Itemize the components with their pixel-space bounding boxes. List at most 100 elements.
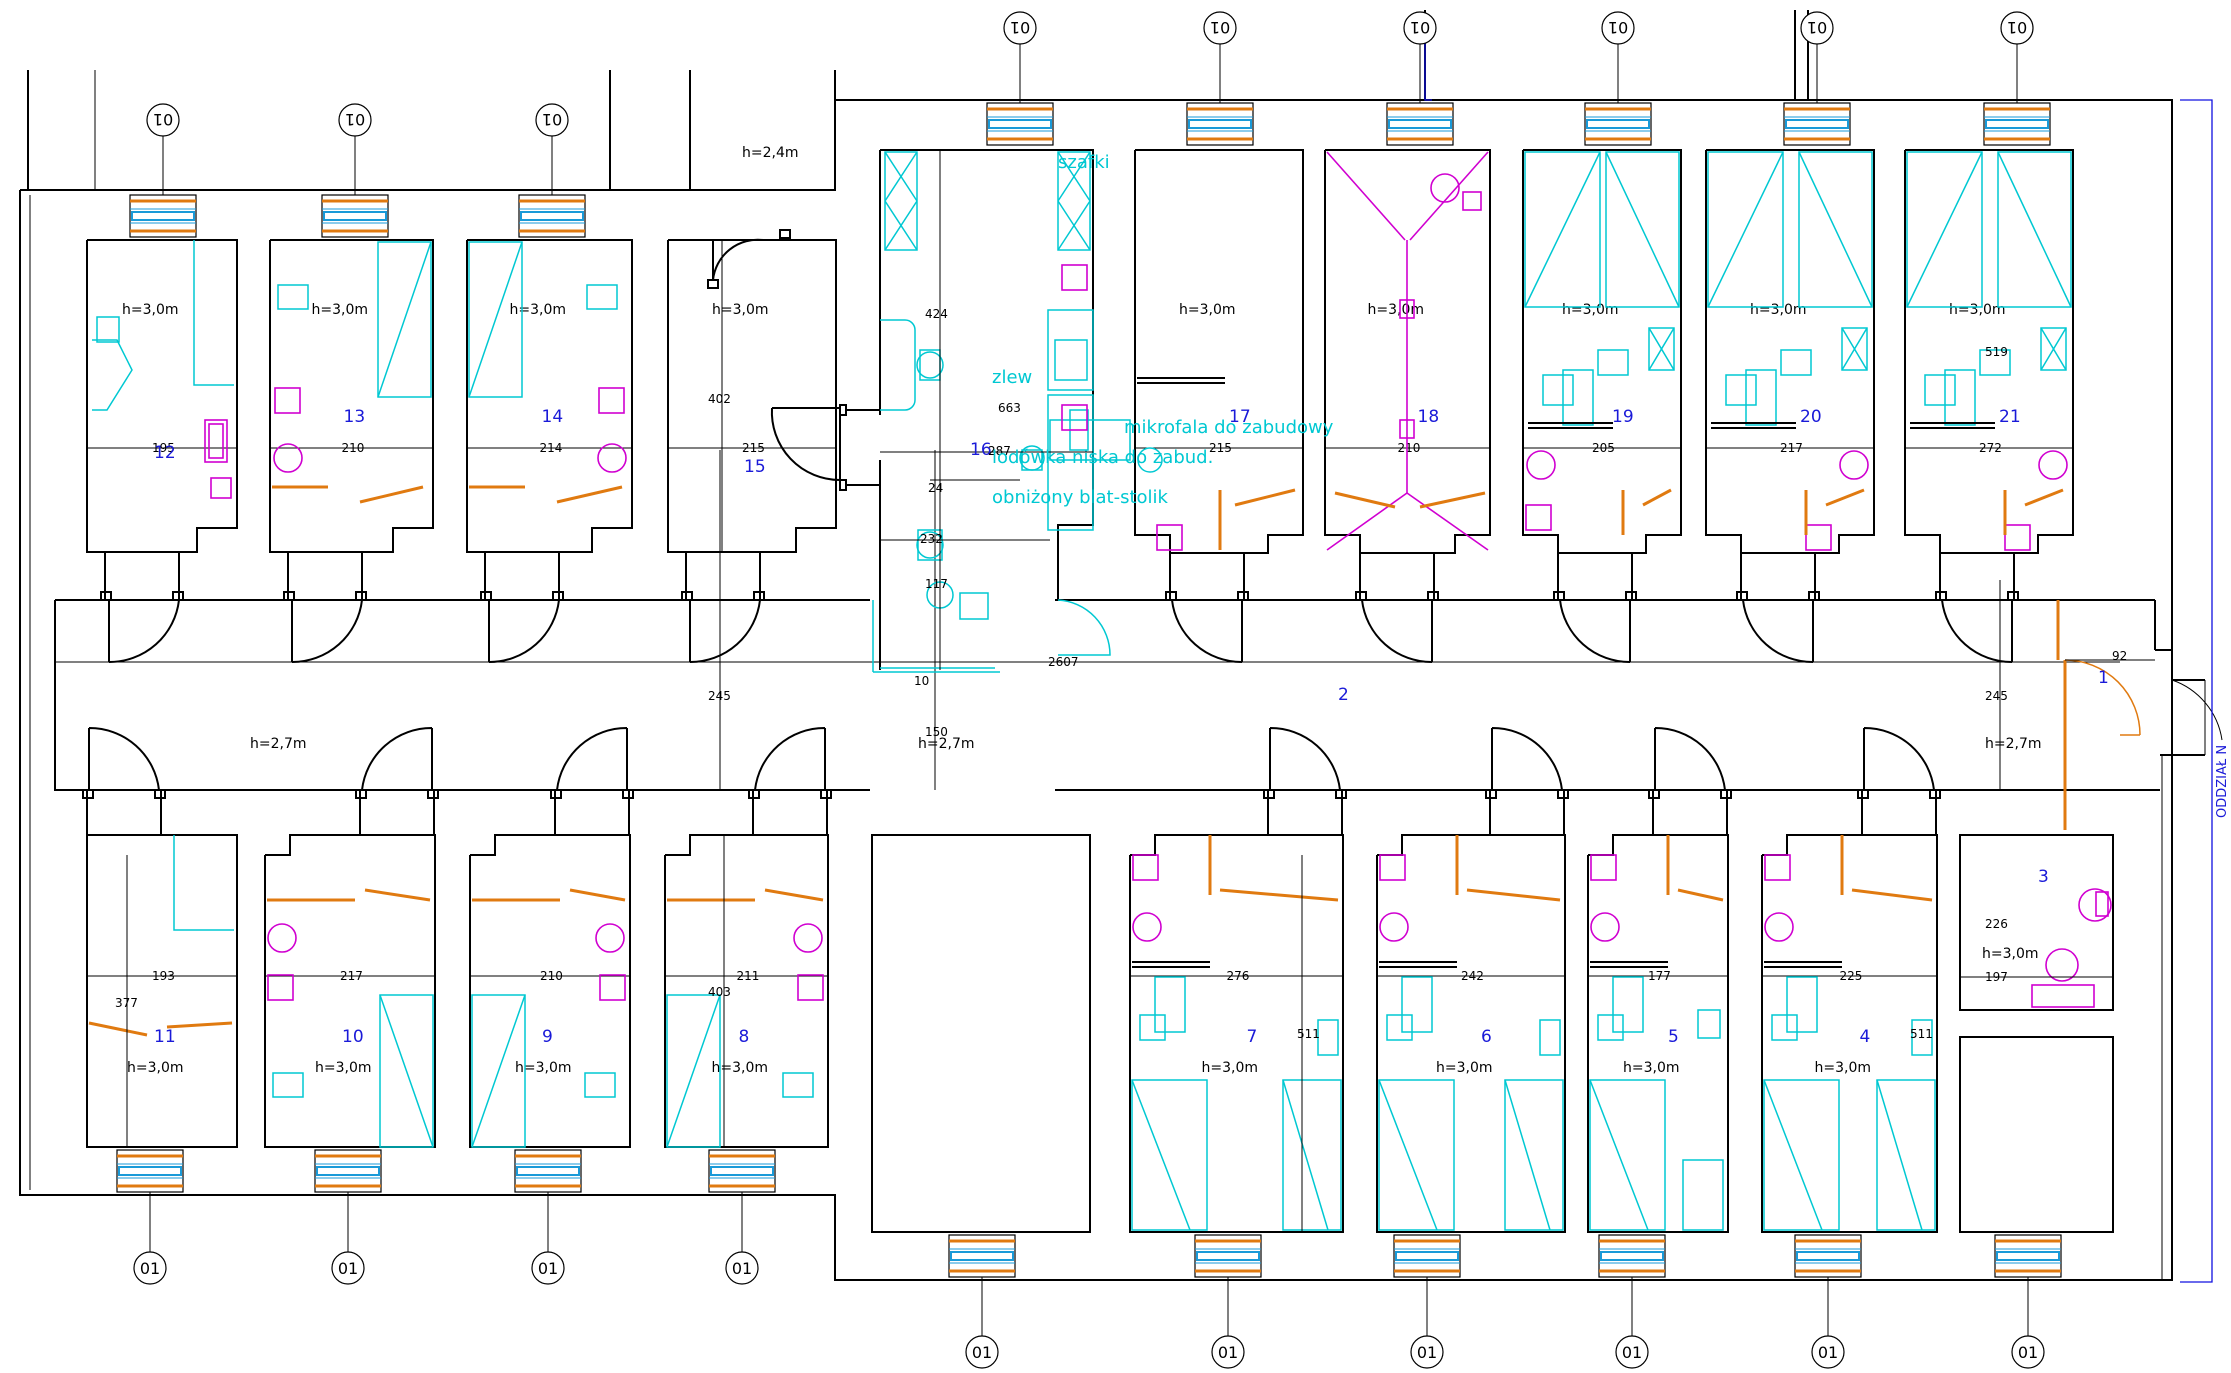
room-number: 19 <box>1612 407 1634 427</box>
room-dim: 195 <box>152 441 175 455</box>
room-height-label: h=3,0m <box>122 302 179 318</box>
room-dim: 211 <box>737 969 760 983</box>
window-bottom-left-2 <box>514 1149 582 1193</box>
window-tag-label: 01 <box>345 110 365 129</box>
window-bottom-left-3 <box>708 1149 776 1193</box>
window-top-right-5 <box>1983 102 2051 146</box>
window-tag-label: 01 <box>1818 1343 1838 1362</box>
dim-245-right: 245 <box>1985 689 2008 703</box>
window-tag-label: 01 <box>542 110 562 129</box>
room-height-label: h=3,0m <box>510 302 567 318</box>
window-tag-top-right-2: 01 <box>1403 11 1437 103</box>
room-dim: 215 <box>742 441 765 455</box>
room-number: 13 <box>344 407 366 427</box>
rooms-1-3: 197 3 226 h=3,0m 1 92 <box>1959 600 2155 1233</box>
dim-377: 377 <box>115 996 138 1010</box>
room-number-16: 16 <box>970 440 992 460</box>
room-height-label: h=3,0m <box>1750 302 1807 318</box>
dim-226: 226 <box>1985 917 2008 931</box>
room-number-1: 1 <box>2098 668 2109 688</box>
room-dim-3: 197 <box>1985 970 2008 984</box>
room-number: 21 <box>1999 407 2021 427</box>
window-tag-bottom-left-3: 01 <box>725 1192 759 1285</box>
window-tag-label: 01 <box>2007 18 2027 37</box>
dim-424: 424 <box>925 307 948 321</box>
room-height-label: h=3,0m <box>315 1060 372 1076</box>
window-tag-label: 01 <box>1210 18 1230 37</box>
room-dim: 210 <box>342 441 365 455</box>
window-bottom-right-4 <box>1794 1234 1862 1278</box>
dim-24: 24 <box>928 481 943 495</box>
window-tag-label: 01 <box>2018 1343 2038 1362</box>
dim-511-a: 511 <box>1297 1027 1320 1041</box>
room-height-3: h=3,0m <box>1982 946 2039 962</box>
room-number: 5 <box>1668 1027 1679 1047</box>
window-tag-bottom-left-0: 01 <box>133 1192 167 1285</box>
window-tag-label: 01 <box>1608 18 1628 37</box>
room-number: 7 <box>1247 1027 1258 1047</box>
room-dim: 210 <box>540 969 563 983</box>
dim-245-left: 245 <box>708 689 731 703</box>
dim-663: 663 <box>998 401 1021 415</box>
corridor-height-left: h=2,7m <box>250 736 307 752</box>
window-tag-top-right-3: 01 <box>1601 11 1635 103</box>
dim-10: 10 <box>914 674 929 688</box>
kitchen-note-fridge: lodówka niska do zabud. <box>992 447 1213 468</box>
dim-150: 150 <box>925 725 948 739</box>
room-number: 11 <box>154 1027 176 1047</box>
window-tag-label: 01 <box>1410 18 1430 37</box>
room-dim: 177 <box>1648 969 1671 983</box>
room-dim: 272 <box>1979 441 2002 455</box>
room-height-label: h=3,0m <box>1949 302 2006 318</box>
room-number: 20 <box>1800 407 1822 427</box>
window-bottom-right-3 <box>1598 1234 1666 1278</box>
kitchen-note-cabinets: szafki <box>1058 152 1110 173</box>
room-dim: 210 <box>1398 441 1421 455</box>
window-top-left-0 <box>129 194 197 238</box>
window-top-right-4 <box>1783 102 1851 146</box>
dim-519: 519 <box>1985 345 2008 359</box>
room-height-label: h=3,0m <box>1202 1060 1259 1076</box>
dim-403: 403 <box>708 985 731 999</box>
room-dim: 205 <box>1592 441 1615 455</box>
top-right-rooms: h=3,0m21517h=3,0m21018h=3,0m20519h=3,0m2… <box>1134 149 2074 664</box>
kitchen-room-16: 424 663 24 232 117 16 287 szafki zlew mi… <box>770 149 1334 673</box>
room-number: 14 <box>542 407 564 427</box>
room-dim: 242 <box>1461 969 1484 983</box>
window-bottom-right-1 <box>1194 1234 1262 1278</box>
top-left-rooms: h=3,0m19512h=3,0m21013h=3,0m21414h=3,0m2… <box>86 229 837 664</box>
department-label: ODDZIAŁ N <box>2215 745 2230 818</box>
room-dim: 215 <box>1209 441 1232 455</box>
window-tag-label: 01 <box>1622 1343 1642 1362</box>
room-number: 12 <box>154 443 176 463</box>
window-top-right-2 <box>1386 102 1454 146</box>
window-tag-bottom-right-2: 01 <box>1410 1277 1444 1369</box>
window-tag-label: 01 <box>1807 18 1827 37</box>
room-dim: 276 <box>1227 969 1250 983</box>
window-tag-bottom-left-2: 01 <box>531 1192 565 1285</box>
room-height-label: h=3,0m <box>1368 302 1425 318</box>
corridor: h=2,7m h=2,7m h=2,7m 2 245 245 150 10 26… <box>54 450 2160 791</box>
room-21: h=3,0m 272 21 <box>1904 149 2074 664</box>
dim-117: 117 <box>925 577 948 591</box>
window-tag-bottom-right-1: 01 <box>1211 1277 1245 1369</box>
room-7: 276 7 h=3,0m <box>1129 726 1347 1233</box>
room-height-label: h=3,0m <box>1562 302 1619 318</box>
room-dim-1: 92 <box>2112 649 2127 663</box>
window-tag-bottom-right-0: 01 <box>965 1277 999 1369</box>
room-number: 6 <box>1481 1027 1492 1047</box>
room-height-label: h=3,0m <box>1179 302 1236 318</box>
window-bottom-right-0 <box>948 1234 1016 1278</box>
window-tag-label: 01 <box>1010 18 1030 37</box>
room-dim: 214 <box>540 441 563 455</box>
window-tag-top-right-0: 01 <box>1003 11 1037 103</box>
